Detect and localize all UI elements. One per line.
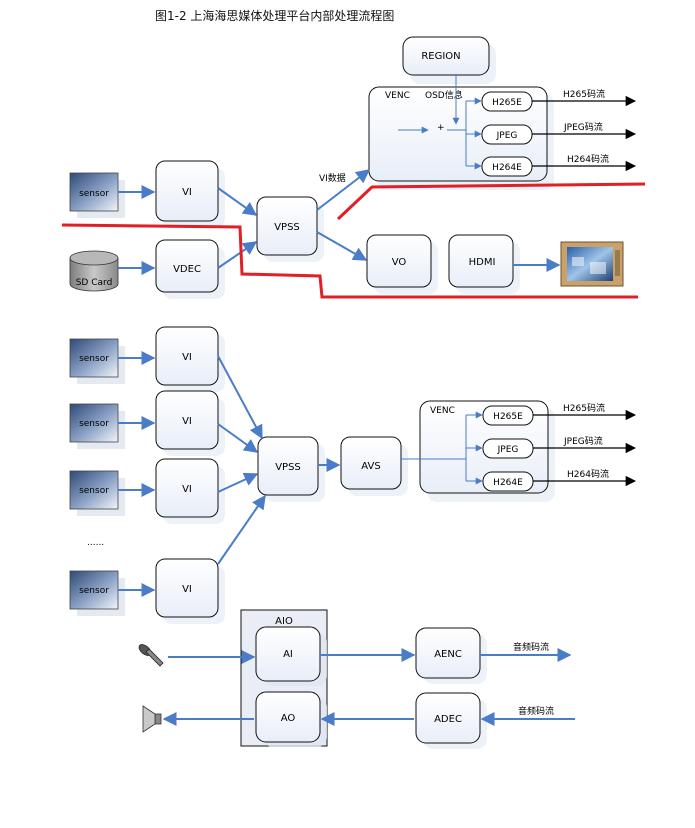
upper-jpeg-stream: JPEG码流 — [563, 121, 603, 133]
upper-vi-box: VI — [155, 160, 225, 228]
upper-sensor: sensor — [69, 172, 125, 218]
vi-data-label: VI数据 — [319, 172, 346, 184]
svg-text:VI: VI — [182, 416, 192, 427]
svg-text:VDEC: VDEC — [173, 264, 201, 275]
upper-h264e-box: H264E — [481, 156, 533, 177]
middle-jpeg-box: JPEG — [482, 438, 534, 459]
svg-text:sensor: sensor — [79, 189, 109, 199]
svg-text:H264E: H264E — [493, 478, 523, 488]
monitor-icon — [560, 241, 624, 287]
svg-text:H264E: H264E — [492, 163, 522, 173]
venc-internal-lines — [398, 75, 482, 170]
middle-vi-2: VI — [155, 390, 225, 456]
plus-sign: + — [437, 123, 445, 133]
aenc-box: AENC — [415, 627, 487, 684]
sd-card-icon: SD Card — [69, 250, 119, 292]
upper-h265-stream: H265码流 — [563, 88, 605, 100]
upper-output-arrows — [532, 95, 637, 172]
audio-arrows — [162, 648, 575, 726]
svg-text:VPSS: VPSS — [274, 222, 300, 233]
svg-text:sensor: sensor — [79, 419, 109, 429]
vdec-box: VDEC — [155, 239, 225, 299]
middle-h264-stream: H264码流 — [567, 468, 609, 480]
middle-vpss-box: VPSS — [257, 436, 325, 502]
svg-text:H265E: H265E — [492, 98, 522, 108]
svg-text:AVS: AVS — [361, 461, 380, 472]
region-box: REGION — [402, 36, 496, 84]
svg-text:REGION: REGION — [421, 51, 460, 62]
ellipsis-label: ...... — [87, 538, 104, 548]
middle-h265e-box: H265E — [482, 405, 534, 426]
svg-text:VENC: VENC — [385, 91, 410, 101]
svg-text:VI: VI — [182, 187, 192, 198]
vo-box: VO — [366, 234, 438, 294]
svg-text:sensor: sensor — [79, 586, 109, 596]
middle-sensor-3: sensor — [69, 470, 125, 516]
middle-sensor-4: sensor — [69, 570, 125, 616]
middle-jpeg-stream: JPEG码流 — [563, 435, 603, 447]
svg-text:ADEC: ADEC — [434, 714, 462, 725]
middle-sensor-2: sensor — [69, 403, 125, 449]
sd-card-label: SD Card — [76, 278, 113, 288]
svg-text:AENC: AENC — [434, 649, 462, 660]
upper-h265e-box: H265E — [481, 91, 533, 112]
upper-arrows — [118, 169, 561, 275]
svg-text:AO: AO — [281, 713, 296, 724]
upper-h264-stream: H264码流 — [567, 153, 609, 165]
audio-in-stream-label: 音频码流 — [518, 705, 554, 717]
ao-box: AO — [255, 691, 327, 747]
svg-text:VO: VO — [392, 257, 407, 268]
middle-h265-stream: H265码流 — [563, 402, 605, 414]
middle-vi-3: VI — [155, 458, 225, 524]
microphone-icon — [138, 644, 164, 667]
svg-text:AI: AI — [283, 649, 293, 660]
upper-jpeg-box: JPEG — [481, 124, 533, 145]
svg-text:HDMI: HDMI — [469, 257, 496, 268]
svg-text:sensor: sensor — [79, 486, 109, 496]
svg-text:VPSS: VPSS — [275, 462, 301, 473]
avs-box: AVS — [340, 436, 408, 496]
svg-text:VI: VI — [182, 352, 192, 363]
figure-title: 图1-2 上海海思媒体处理平台内部处理流程图 — [155, 9, 395, 23]
svg-text:AIO: AIO — [275, 616, 293, 627]
adec-box: ADEC — [415, 692, 487, 749]
svg-text:VI: VI — [182, 484, 192, 495]
middle-arrows — [118, 351, 341, 597]
middle-sensor-1: sensor — [69, 338, 125, 384]
middle-vi-1: VI — [155, 326, 225, 392]
red-separator-lines — [61, 182, 646, 299]
middle-venc-internal-lines — [401, 411, 483, 485]
svg-text:JPEG: JPEG — [496, 131, 518, 141]
osd-label: OSD信息 — [425, 89, 463, 101]
svg-text:H265E: H265E — [493, 412, 523, 422]
audio-out-stream-label: 音频码流 — [513, 641, 549, 653]
middle-h264e-box: H264E — [482, 471, 534, 492]
svg-text:VI: VI — [182, 584, 192, 595]
middle-output-arrows — [533, 409, 637, 487]
svg-text:VENC: VENC — [430, 406, 455, 416]
hdmi-box: HDMI — [448, 234, 520, 294]
ai-box: AI — [255, 626, 327, 686]
middle-vi-4: VI — [155, 558, 225, 624]
svg-text:sensor: sensor — [79, 354, 109, 364]
upper-vpss-box: VPSS — [256, 196, 324, 262]
svg-text:JPEG: JPEG — [497, 445, 519, 455]
speaker-icon — [142, 705, 162, 733]
